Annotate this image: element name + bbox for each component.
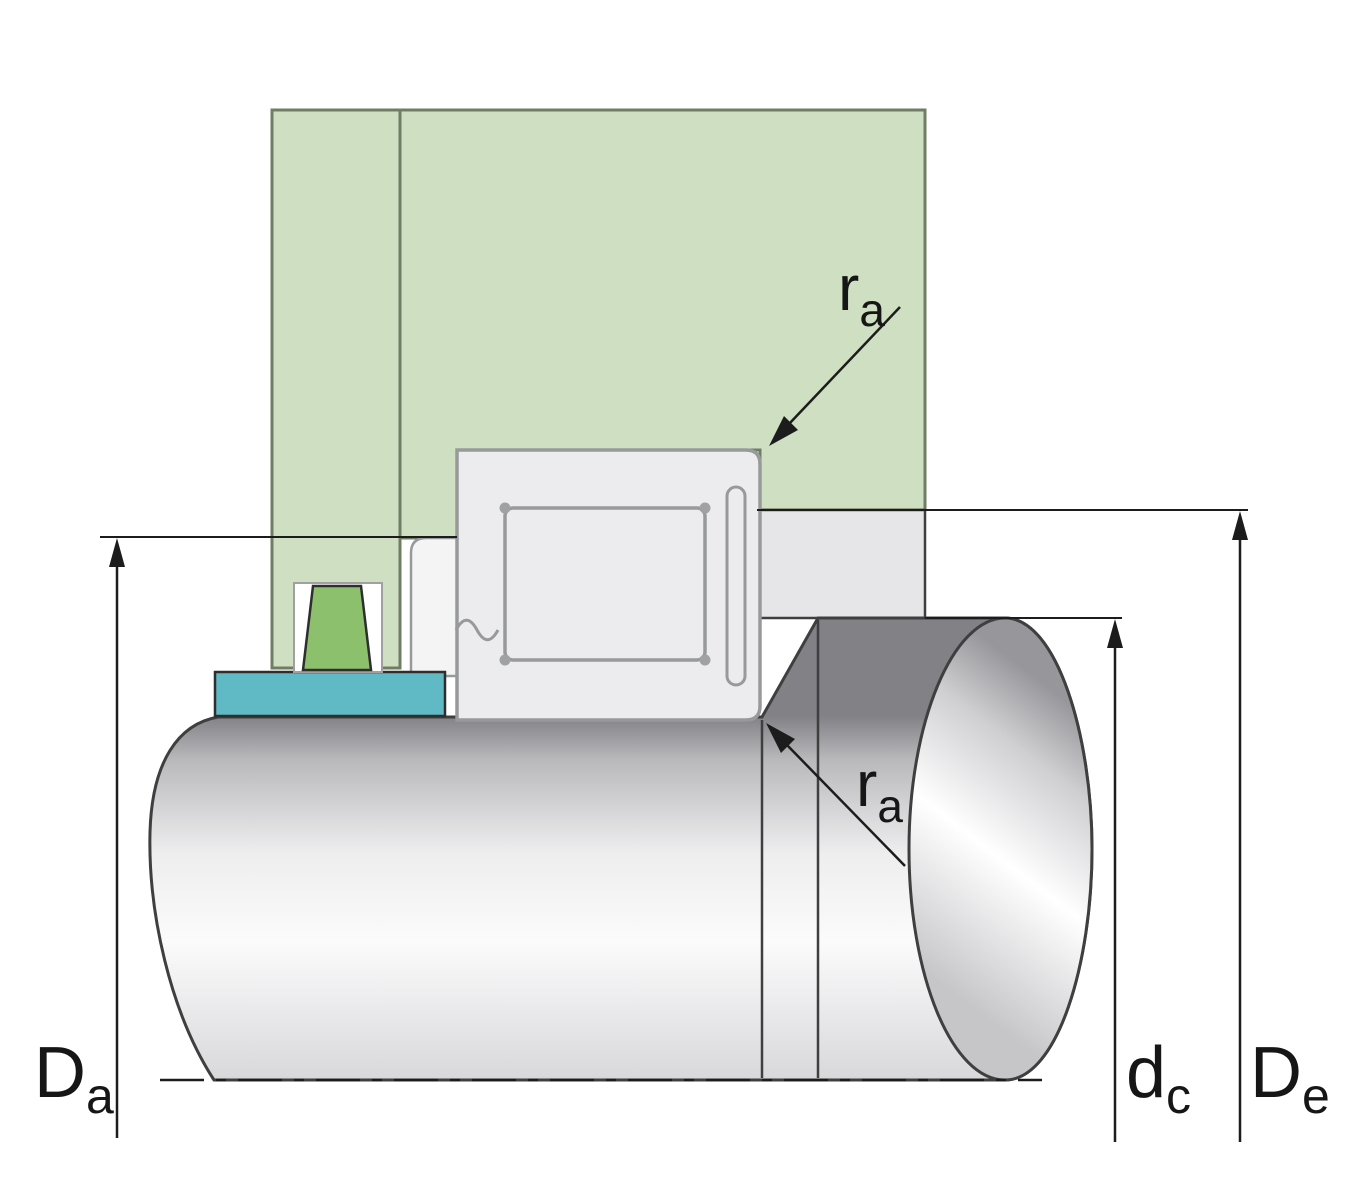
label-dc: dc <box>1126 1033 1191 1124</box>
arrow-De <box>1232 511 1248 540</box>
label-ra-bottom: ra <box>856 748 903 832</box>
cage-pin-dot <box>499 502 511 514</box>
arrow-Da <box>109 538 125 567</box>
lock-ring <box>213 670 447 718</box>
housing-bore-relief <box>409 536 459 678</box>
leader-ra-top <box>788 306 901 425</box>
cage-pin-dot <box>499 654 511 666</box>
arrow-dc <box>1107 619 1123 648</box>
locking-plug <box>301 584 373 672</box>
label-Da: Da <box>34 1033 114 1124</box>
leader-ra-bottom <box>786 744 906 867</box>
arrow-ra-top <box>769 416 798 446</box>
label-De: De <box>1250 1033 1330 1124</box>
shaft-end-face <box>907 616 1094 1082</box>
cage-pin-dot <box>699 654 711 666</box>
arrow-ra-bottom <box>766 723 795 753</box>
housing-cover-bar <box>270 108 402 670</box>
break-line <box>454 618 500 642</box>
bearing-roller <box>503 506 707 662</box>
shaft-abutment-ring <box>758 508 927 620</box>
cage-pin-dot <box>699 502 711 514</box>
lubrication-pin <box>725 485 747 687</box>
label-ra-top: ra <box>838 252 885 336</box>
